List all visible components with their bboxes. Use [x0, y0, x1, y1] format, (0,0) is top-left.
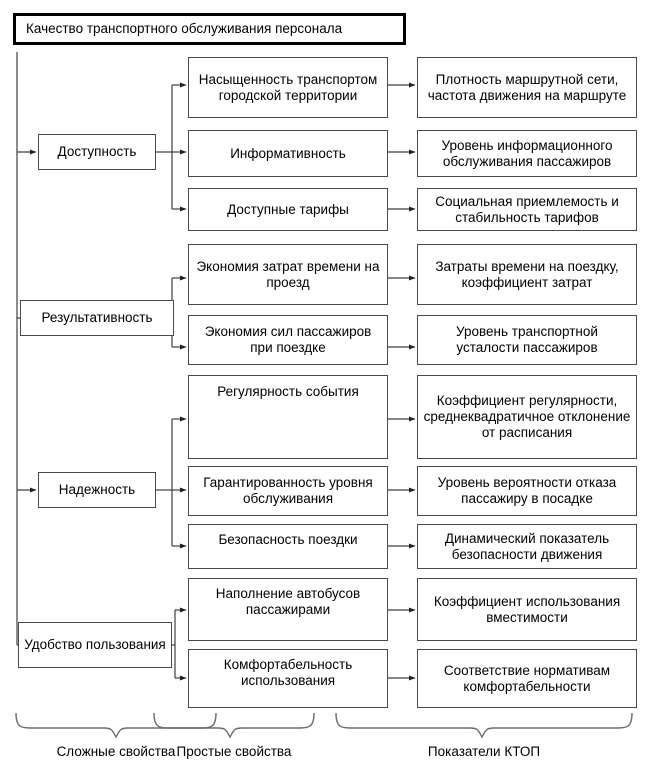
indicator-label: Плотность маршрутной сети, частота движе…: [427, 71, 627, 103]
indicator-label: Коэффициент регулярности, среднеквадрати…: [423, 393, 631, 440]
simple-property-label: Экономия сил пассажиров при поездке: [204, 324, 372, 355]
simple-property-garantirovannost[interactable]: Гарантированность уровня обслуживания: [188, 466, 388, 516]
indicator-label: Уровень транспортной усталости пассажиро…: [456, 324, 598, 355]
indicator-label: Уровень вероятности отказа пассажиру в п…: [437, 475, 617, 506]
complex-property-label: Удобство пользования: [24, 637, 166, 653]
simple-property-label: Безопасность поездки: [218, 532, 358, 547]
indicator-label: Уровень информационного обслуживания пас…: [441, 137, 613, 169]
indicator-sootvetstvie-normativam[interactable]: Соответствие нормативам комфортабельност…: [417, 649, 637, 708]
simple-property-label: Доступные тарифы: [227, 201, 349, 217]
indicator-dinamicheskiy-pokazatel[interactable]: Динамический показатель безопасности дви…: [417, 524, 637, 569]
complex-property-nadezhnost[interactable]: Надежность: [38, 472, 156, 508]
simple-property-label: Комфортабельность использования: [223, 657, 353, 688]
complex-property-label: Доступность: [57, 144, 137, 160]
simple-property-komfortabelnost[interactable]: Комфортабельность использования: [188, 649, 388, 708]
indicator-label: Соответствие нормативам комфортабельност…: [443, 662, 611, 694]
simple-property-bezopasnost[interactable]: Безопасность поездки: [188, 524, 388, 569]
indicator-plotnost-marshrutnoy-seti[interactable]: Плотность маршрутной сети, частота движе…: [417, 57, 637, 118]
simple-property-informativnost[interactable]: Информативность: [188, 130, 388, 177]
bottom-braces: [15, 712, 633, 739]
legend-indicators: Показатели КТОП: [427, 744, 541, 759]
indicator-koefficient-regulyarnosti[interactable]: Коэффициент регулярности, среднеквадрати…: [417, 375, 637, 459]
diagram-title-box: Качество транспортного обслуживания перс…: [13, 13, 406, 45]
simple-property-napolnenie[interactable]: Наполнение автобусов пассажирами: [188, 578, 388, 641]
legend-simple-properties: Простые свойства: [176, 744, 292, 759]
complex-property-rezultativnost[interactable]: Результативность: [20, 300, 174, 336]
complex-property-dostupnost[interactable]: Доступность: [38, 134, 156, 170]
simple-property-regulyarnost[interactable]: Регулярность события: [188, 375, 388, 459]
simple-property-dostupnye-tarify[interactable]: Доступные тарифы: [188, 188, 388, 231]
diagram-title: Качество транспортного обслуживания перс…: [26, 21, 343, 37]
indicator-label: Коэффициент использования вместимости: [433, 593, 621, 625]
indicator-zatraty-vremeni[interactable]: Затраты времени на поездку, коэффициент …: [417, 244, 637, 305]
simple-property-nasyshchennost[interactable]: Насыщенность транспортом городской терри…: [188, 57, 388, 118]
brace-indicators: [335, 712, 633, 739]
simple-property-label: Наполнение автобусов пассажирами: [215, 586, 361, 617]
simple-property-label: Насыщенность транспортом городской терри…: [198, 71, 378, 103]
legend-complex-properties: Сложные свойства: [56, 744, 176, 759]
complex-property-label: Надежность: [58, 482, 136, 498]
complex-property-udobstvo[interactable]: Удобство пользования: [18, 622, 172, 668]
brace-complex: [15, 712, 217, 739]
indicator-koefficient-ispolzovaniya[interactable]: Коэффициент использования вместимости: [417, 578, 637, 641]
simple-property-label: Экономия затрат времени на проезд: [196, 258, 380, 290]
indicator-label: Социальная приемлемость и стабильность т…: [435, 193, 619, 225]
indicator-uroven-informacionnogo[interactable]: Уровень информационного обслуживания пас…: [417, 130, 637, 177]
complex-property-label: Результативность: [41, 310, 153, 326]
simple-property-label: Регулярность события: [217, 384, 359, 399]
indicator-socialnaya-priemlemost[interactable]: Социальная приемлемость и стабильность т…: [417, 188, 637, 231]
simple-property-label: Информативность: [230, 145, 346, 161]
indicator-label: Динамический показатель безопасности дви…: [444, 530, 610, 562]
simple-property-ekonomiya-zatrat[interactable]: Экономия затрат времени на проезд: [188, 244, 388, 305]
brace-simple: [153, 712, 315, 739]
simple-property-ekonomiya-sil[interactable]: Экономия сил пассажиров при поездке: [188, 315, 388, 365]
simple-property-label: Гарантированность уровня обслуживания: [203, 475, 373, 506]
indicator-uroven-transportnoy-ustalosti[interactable]: Уровень транспортной усталости пассажиро…: [417, 315, 637, 365]
indicator-uroven-veroyatnosti-otkaza[interactable]: Уровень вероятности отказа пассажиру в п…: [417, 466, 637, 516]
indicator-label: Затраты времени на поездку, коэффициент …: [435, 258, 619, 290]
